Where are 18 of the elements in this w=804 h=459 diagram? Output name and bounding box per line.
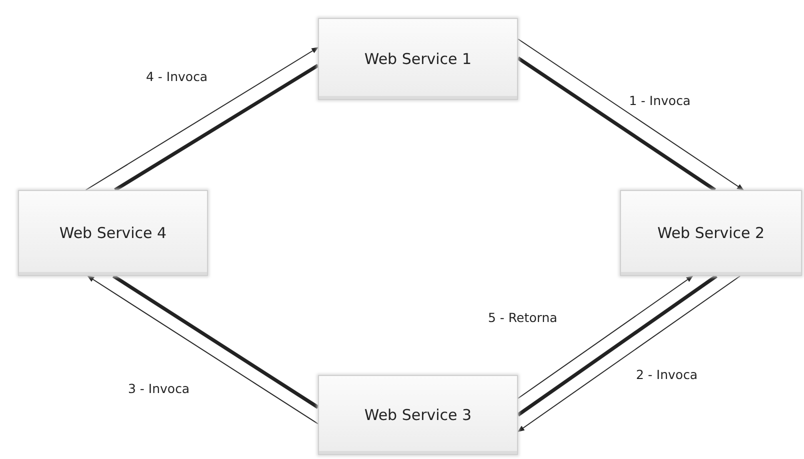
- service-box: [620, 190, 802, 276]
- connection-line: [114, 64, 319, 192]
- service-box: [318, 375, 518, 455]
- arrow: [518, 276, 694, 399]
- node-text: Web Service 3: [364, 406, 472, 424]
- arrow: [517, 276, 741, 432]
- arrow: [85, 47, 319, 190]
- edge-label: 5 - Retorna: [486, 310, 560, 325]
- service-box: [18, 190, 208, 276]
- arrow: [518, 38, 744, 190]
- arrow: [87, 276, 318, 424]
- node-text: Web Service 2: [657, 224, 765, 242]
- service-box: [318, 18, 518, 100]
- node-text: Web Service 4: [59, 224, 167, 242]
- connection-line: [517, 56, 716, 192]
- connection-line: [112, 274, 319, 409]
- connection-line: [516, 274, 718, 416]
- node-text: Web Service 1: [364, 50, 472, 68]
